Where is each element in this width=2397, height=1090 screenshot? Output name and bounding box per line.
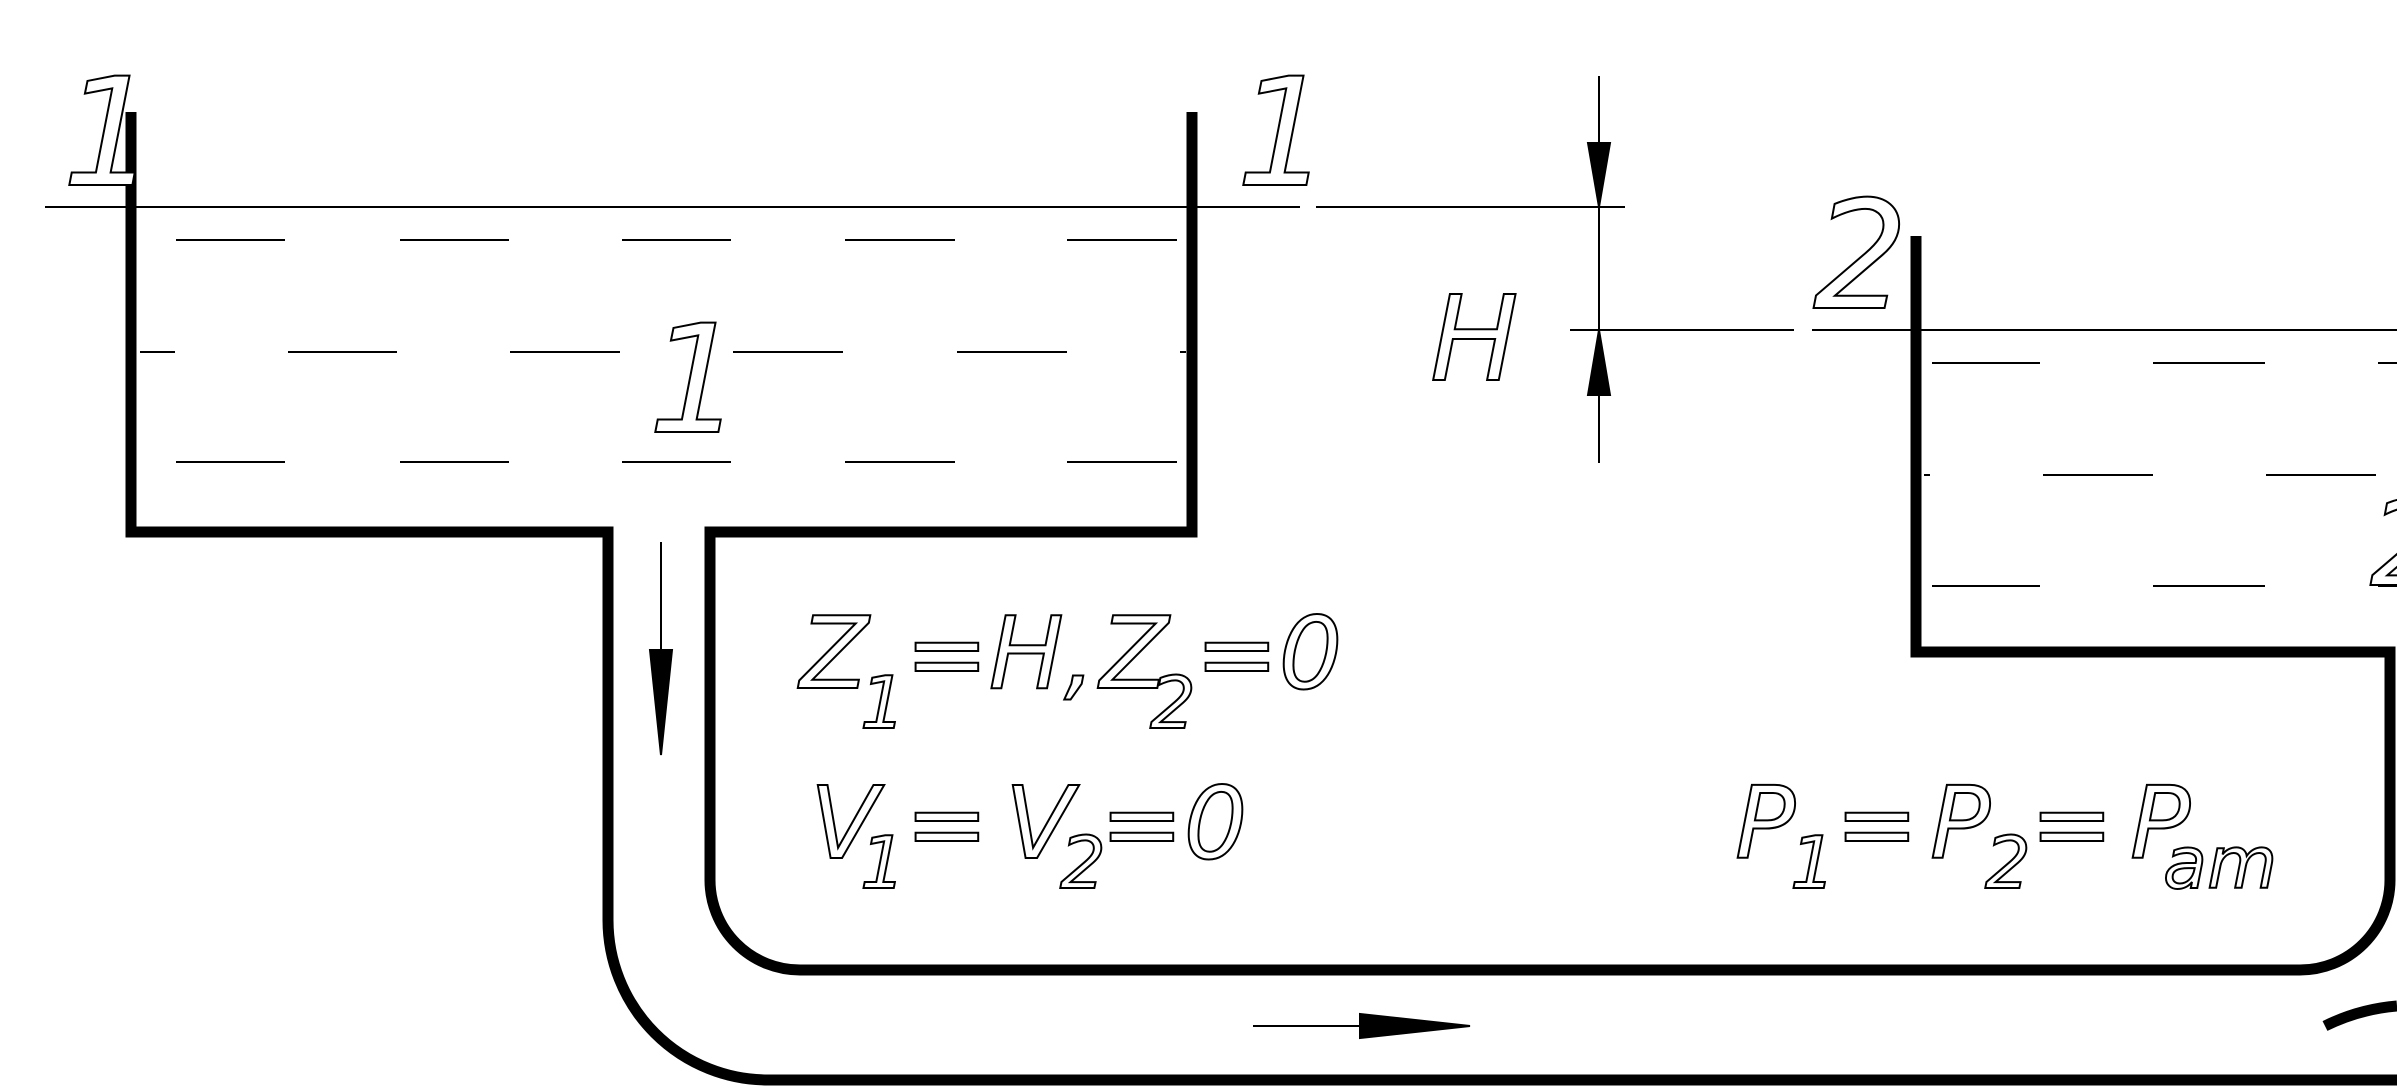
eq-z1-symbol: Z <box>797 595 871 712</box>
dimension-arrow-down-icon <box>1586 142 1612 208</box>
dimension-label-h: H <box>1430 270 1519 408</box>
eq-z2-rest: =0 <box>1195 595 1342 712</box>
eq-v2-subscript: 2 <box>1060 821 1106 905</box>
eq-v2-symbol: V <box>1005 765 1080 882</box>
eq-p2-subscript: 2 <box>1985 821 2031 905</box>
right-tank-water-hatch <box>1924 362 2397 587</box>
eq-p1-symbol: P <box>1735 765 1796 882</box>
section-label-middle-1: 1 <box>648 294 743 468</box>
equation-v: V 1 = V 2 =0 <box>809 764 1248 906</box>
eq-z1-rest: =H, <box>905 595 1096 712</box>
dimension-h <box>1586 76 1612 463</box>
eq-pam-symbol: P <box>2130 765 2191 882</box>
eq-p1-subscript: 1 <box>1790 821 1836 905</box>
equation-z: Z 1 =H, Z 2 =0 <box>796 594 1343 746</box>
eq-z2-subscript: 2 <box>1150 661 1196 745</box>
eq-v1-symbol: V <box>810 765 885 882</box>
left-tank-water-hatch <box>140 239 1186 463</box>
eq-z2-symbol: Z <box>1097 595 1171 712</box>
section-label-2-partial: 2 <box>2370 475 2397 613</box>
flow-arrow-right-icon <box>1253 1012 1471 1040</box>
eq-z1-subscript: 1 <box>860 661 906 745</box>
eq-pam-subscript: am <box>2163 821 2277 905</box>
section-label-left-1: 1 <box>62 47 157 221</box>
eq-v1-subscript: 1 <box>860 821 906 905</box>
flow-arrow-down-icon <box>648 542 674 756</box>
pipe-right-return <box>2322 1000 2397 1031</box>
eq-p2-rest: = <box>2030 765 2114 882</box>
section-label-right-1: 1 <box>1236 47 1331 221</box>
left-tank-right-wall <box>704 112 2396 976</box>
equation-p: P 1 = P 2 = P am <box>1734 764 2278 906</box>
section-label-2: 2 <box>1813 170 1908 344</box>
eq-v1-rest: = <box>905 765 989 882</box>
left-tank-wall <box>125 112 2397 1086</box>
eq-v2-rest: =0 <box>1100 765 1247 882</box>
eq-p2-symbol: P <box>1930 765 1991 882</box>
eq-p1-rest: = <box>1835 765 1919 882</box>
dimension-arrow-up-icon <box>1586 329 1612 396</box>
